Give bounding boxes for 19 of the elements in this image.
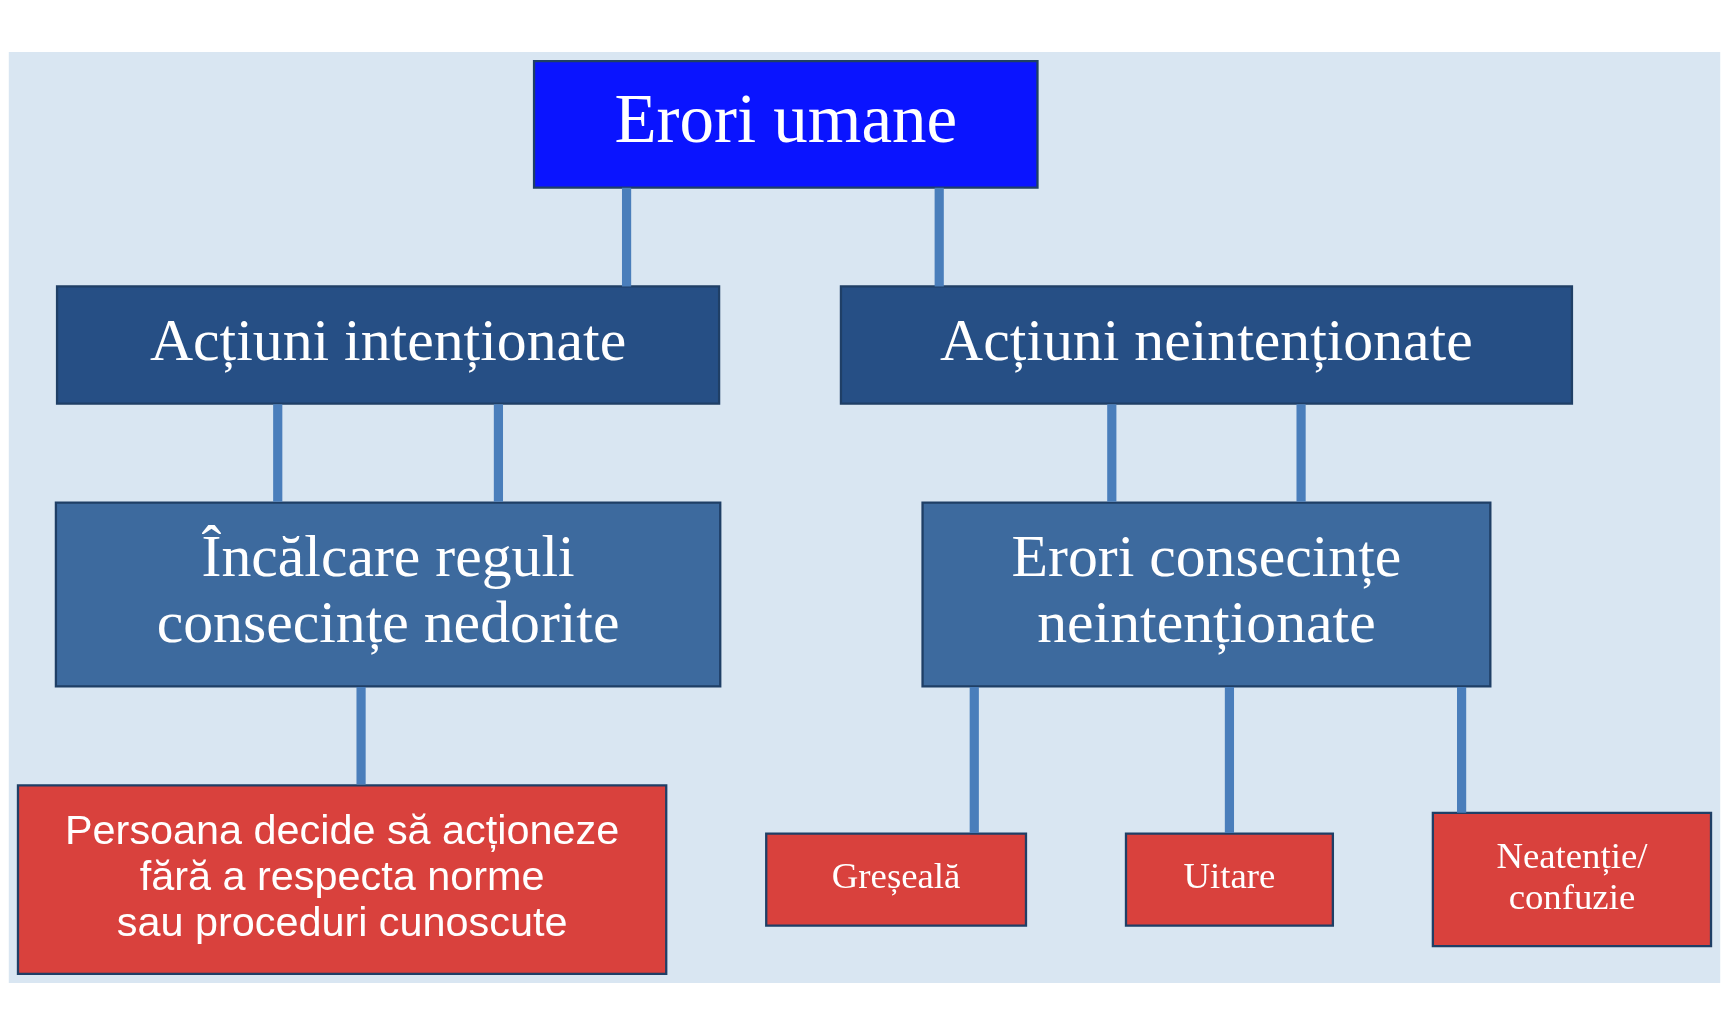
connector (1107, 403, 1117, 502)
connector (273, 403, 283, 502)
connector (969, 686, 979, 833)
connector (1296, 403, 1306, 502)
node-box: Persoana decide să acționeze fără a respecta norme sau proceduri cunoscute (16, 783, 668, 975)
connector (493, 403, 504, 502)
connector (356, 686, 366, 785)
connector (1224, 686, 1235, 833)
node-box: Greșeală (765, 831, 1028, 927)
connector (934, 187, 944, 286)
connector (1457, 686, 1467, 813)
node-box: Neatenție/ confuzie (1431, 811, 1713, 947)
connector (622, 187, 632, 286)
node-box: Acțiuni intenționate (55, 284, 721, 405)
node-box: Acțiuni neintenționate (839, 284, 1574, 405)
node-box: Uitare (1124, 831, 1334, 927)
node-box: Erori umane (532, 59, 1039, 189)
node-box: Încălcare reguli consecințe nedorite (54, 500, 722, 688)
node-box: Erori consecințe neintenționate (921, 500, 1492, 688)
